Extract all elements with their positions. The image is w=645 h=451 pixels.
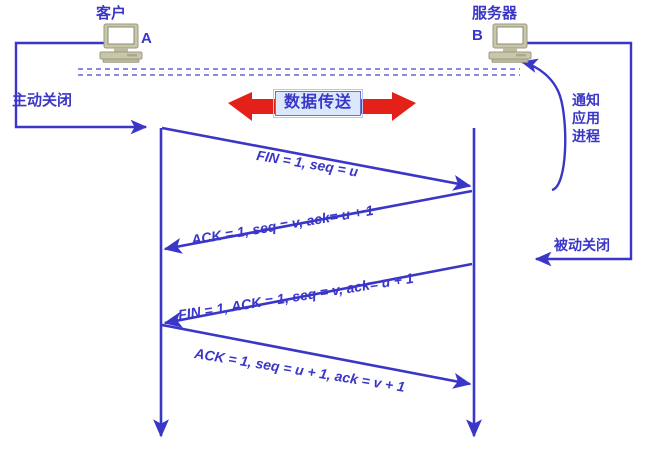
active-close-label: 主动关闭 xyxy=(12,92,73,109)
red-arrow-right-icon xyxy=(360,92,416,121)
client-host-letter: A xyxy=(141,30,152,47)
notify-app-process-curve xyxy=(520,58,567,192)
passive-close-label: 被动关闭 xyxy=(554,237,610,253)
notify-line-1: 通知 xyxy=(572,92,600,108)
passive-close-bracket xyxy=(513,41,633,267)
active-close-path xyxy=(14,41,148,135)
data-transfer-label-box: 数据传送 xyxy=(272,89,364,118)
server-host-title: 服务器 xyxy=(472,5,518,22)
notify-line-2: 应用 xyxy=(572,109,600,126)
server-host-letter: B xyxy=(472,27,483,44)
red-arrow-left-icon xyxy=(228,92,284,121)
client-host-title: 客户 xyxy=(96,5,127,22)
data-transfer-arrows xyxy=(228,92,416,121)
active-close-bracket xyxy=(14,41,148,135)
server-computer-icon xyxy=(488,23,532,63)
notify-line-3: 进程 xyxy=(572,127,600,144)
message-arrow-fin-1 xyxy=(161,126,472,191)
connection-dashed-lines xyxy=(78,68,520,76)
notify-app-process-label: 通知 应用 进程 xyxy=(572,92,600,146)
passive-close-path xyxy=(513,41,633,267)
message-arrow-fin-ack-2 xyxy=(163,262,473,328)
notify-curve-path xyxy=(520,58,567,192)
message-arrows xyxy=(161,126,473,389)
client-computer-icon xyxy=(99,23,143,63)
message-arrow-ack-1 xyxy=(163,189,473,254)
timelines xyxy=(152,128,483,438)
message-arrow-ack-2 xyxy=(161,323,472,389)
